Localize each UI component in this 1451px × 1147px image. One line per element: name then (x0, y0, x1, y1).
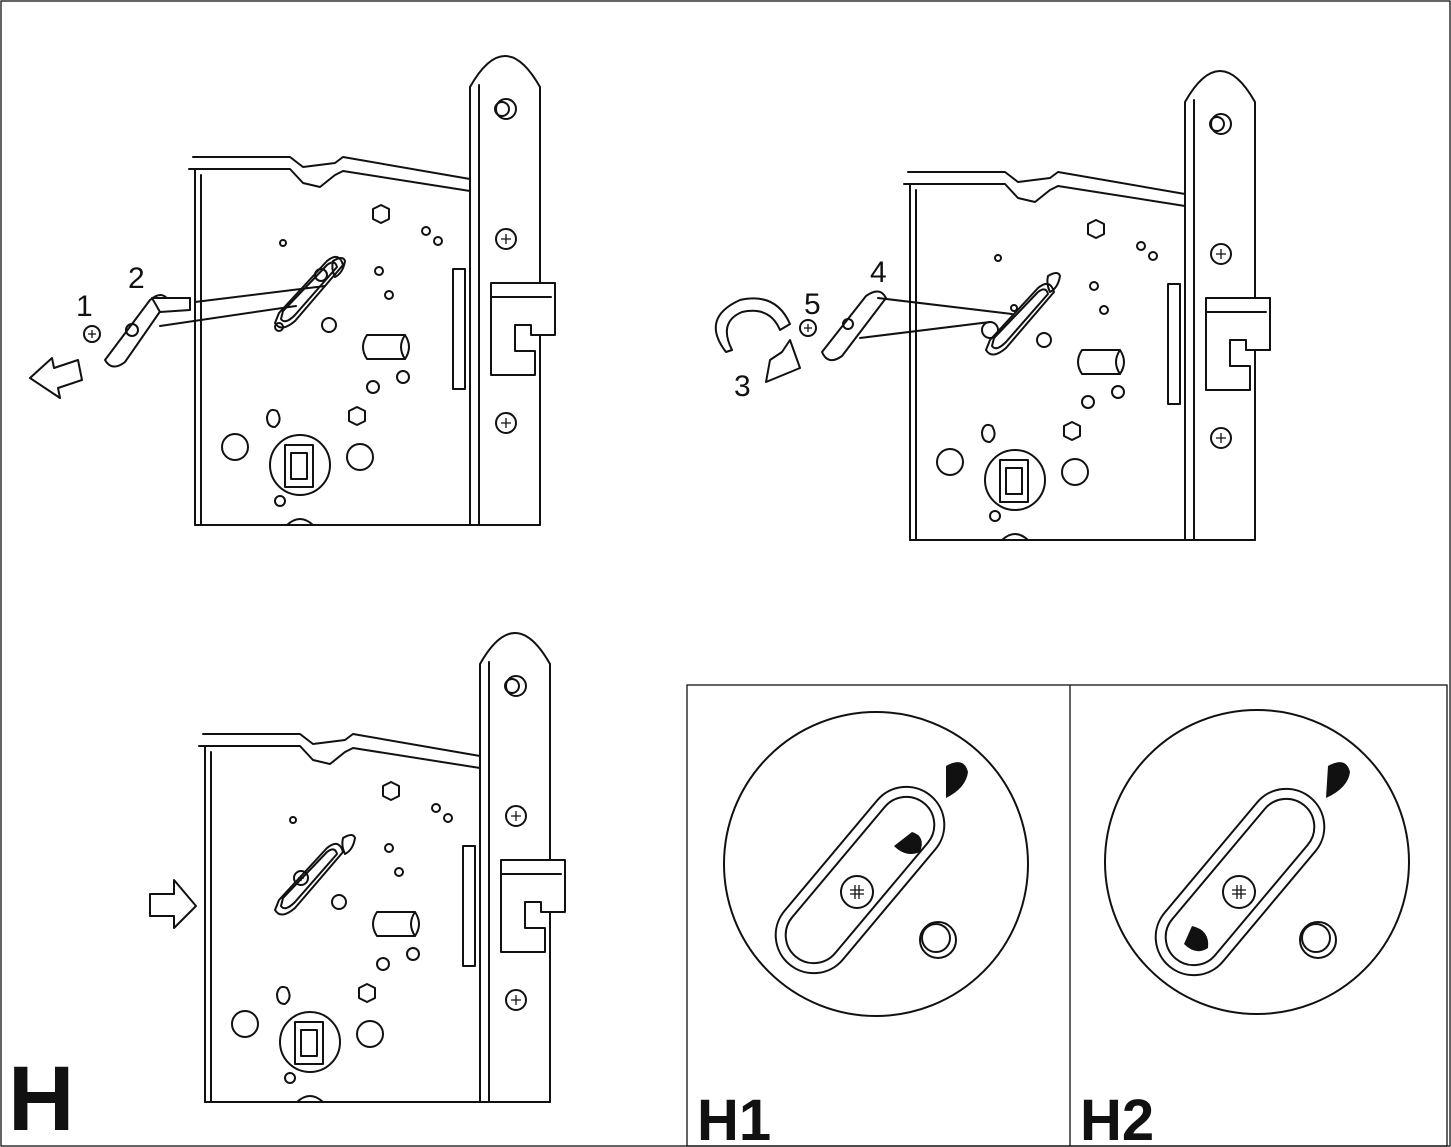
callout-4: 4 (870, 256, 887, 289)
lock-view-reinsert (903, 70, 1271, 541)
lock-view-removal (188, 55, 556, 526)
inserted-cam (821, 290, 1013, 362)
rotate-arrow-icon (714, 297, 801, 383)
detail-panel (686, 684, 1448, 1147)
callout-1: 1 (76, 290, 93, 323)
detail-h1 (723, 711, 1029, 1017)
phillips-screw-icon (83, 325, 101, 343)
cam-marker-icon (946, 762, 968, 798)
callout-5: 5 (804, 288, 821, 321)
arrow-left-icon (29, 357, 83, 399)
callout-3: 3 (734, 370, 751, 403)
cam-marker-icon (894, 832, 922, 854)
phillips-screw-icon (1222, 875, 1256, 909)
cam-marker-icon (1326, 762, 1350, 798)
phillips-screw-icon (840, 875, 874, 909)
phillips-screw-icon (799, 319, 817, 337)
detail-label-h1: H1 (697, 1088, 771, 1147)
detail-h2 (1104, 709, 1410, 1015)
arrow-right-icon (149, 879, 197, 929)
callout-2: 2 (128, 262, 145, 295)
cam-marker-icon (1184, 926, 1209, 952)
lock-view-installed (198, 632, 566, 1103)
figure-label: H (8, 1048, 74, 1147)
detail-label-h2: H2 (1080, 1088, 1154, 1147)
removed-cam (104, 285, 326, 368)
